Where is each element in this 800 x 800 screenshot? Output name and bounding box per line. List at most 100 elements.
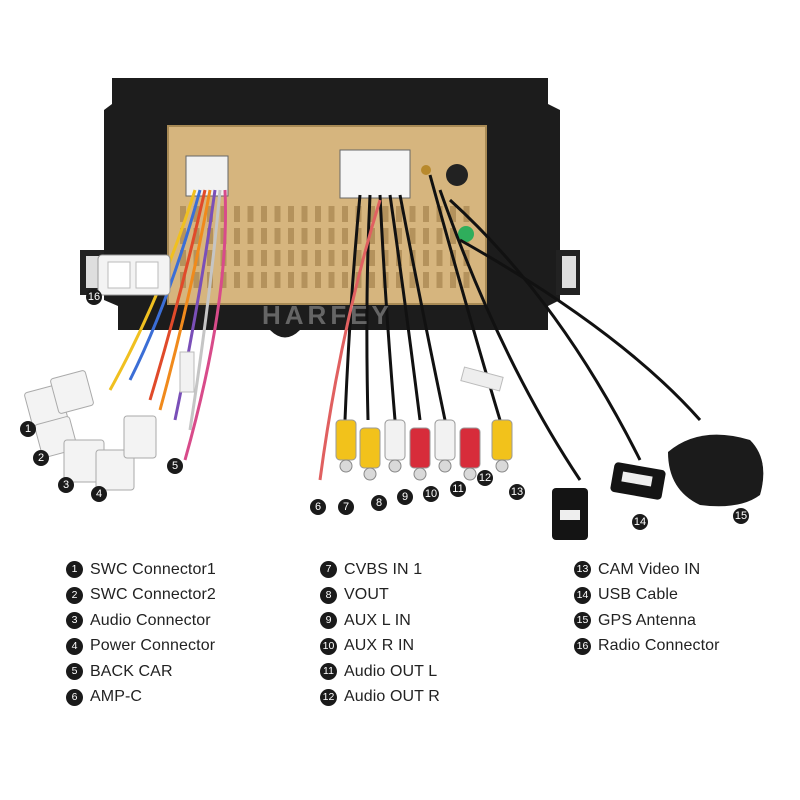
vent-slot [450,206,456,222]
vent-slot [247,206,254,222]
rca-plug [335,419,357,461]
wire [398,194,447,421]
legend-label: USB Cable [598,586,679,604]
callout-12: 12 [477,470,493,486]
vent-slot [180,250,186,266]
callout-10: 10 [423,486,439,502]
callout-14: 14 [632,514,648,530]
vent-slot [382,206,389,222]
wire [365,194,372,421]
vent-slot [234,206,240,222]
vent-slot [247,250,254,266]
rca-plug [459,427,481,469]
legend-number: 3 [66,612,83,630]
vent-slot [342,206,348,222]
callout-15: 15 [733,508,749,524]
rca-plug [434,419,456,461]
vent-slot [436,250,443,266]
vent-slot [315,228,321,244]
vent-slot [369,206,375,222]
wire-bundle [108,174,702,481]
vent-slot [369,250,375,266]
legend-item: 11 Audio OUT L [320,659,440,685]
legend-label: Audio Connector [90,611,211,629]
vent-slot [423,272,429,288]
vent-slot [274,250,281,266]
legend-number: 11 [320,663,337,681]
vent-slot [301,250,308,266]
vent-slot [193,206,200,222]
callout-1: 1 [20,421,36,437]
callout-13: 13 [509,484,525,500]
vent-slot [342,228,348,244]
vent-slot [315,250,321,266]
vent-slot [247,228,254,244]
vent-slot [180,206,186,222]
rca-plug-tip [363,467,377,481]
wire [148,189,207,401]
vent-slot [207,206,213,222]
vent-slot [234,272,240,288]
legend-number: 2 [66,586,83,604]
vent-slot [355,228,362,244]
vent-slot [382,228,389,244]
legend-number: 6 [66,688,83,706]
rca-plug-tip [495,459,509,473]
gps-jack [458,226,474,242]
legend-label: Power Connector [90,637,216,655]
vent-slot [234,250,240,266]
legend-number: 5 [66,663,83,681]
rca-plug [409,427,431,469]
usb-cables [552,462,666,540]
coax-jack [421,165,431,175]
rca-plug-tip [388,459,402,473]
wire [188,189,222,431]
vent-slot [247,272,254,288]
legend-label: SWC Connector1 [90,560,216,578]
callout-3: 3 [58,477,74,493]
legend-item: 3 Audio Connector [66,608,216,634]
rca-plug [359,427,381,469]
vent-slot [193,272,200,288]
harness-port-center [339,149,411,199]
legend-label: Radio Connector [598,637,720,655]
legend-number: 8 [320,586,337,604]
callout-2: 2 [33,450,49,466]
vent-slot [301,206,308,222]
vent-slot [328,272,335,288]
callout-6: 6 [310,499,326,515]
vent-slot [207,228,213,244]
legend-label: CVBS IN 1 [344,560,423,578]
vent-slot [355,250,362,266]
legend-number: 14 [574,586,591,604]
vent-slot [423,206,429,222]
vent-slot [288,206,294,222]
wire [158,189,212,411]
vent-slot [274,228,281,244]
callout-5: 5 [167,458,183,474]
vent-slot [342,272,348,288]
harness-port-left [185,155,229,197]
callout-16: 16 [86,289,102,305]
vent-slot [423,250,429,266]
vent-slot [396,272,402,288]
vent-slot [342,250,348,266]
legend-number: 16 [574,637,591,655]
vent-slot [207,250,213,266]
vent-slot [409,206,416,222]
vent-slot [301,272,308,288]
antenna-jack [446,164,468,186]
vent-slot [409,272,416,288]
vent-slot [423,228,429,244]
callout-4: 4 [91,486,107,502]
legend-number: 12 [320,688,337,706]
legend-label: Audio OUT L [344,662,438,680]
rca-plug-tip [413,467,427,481]
callout-9: 9 [397,489,413,505]
